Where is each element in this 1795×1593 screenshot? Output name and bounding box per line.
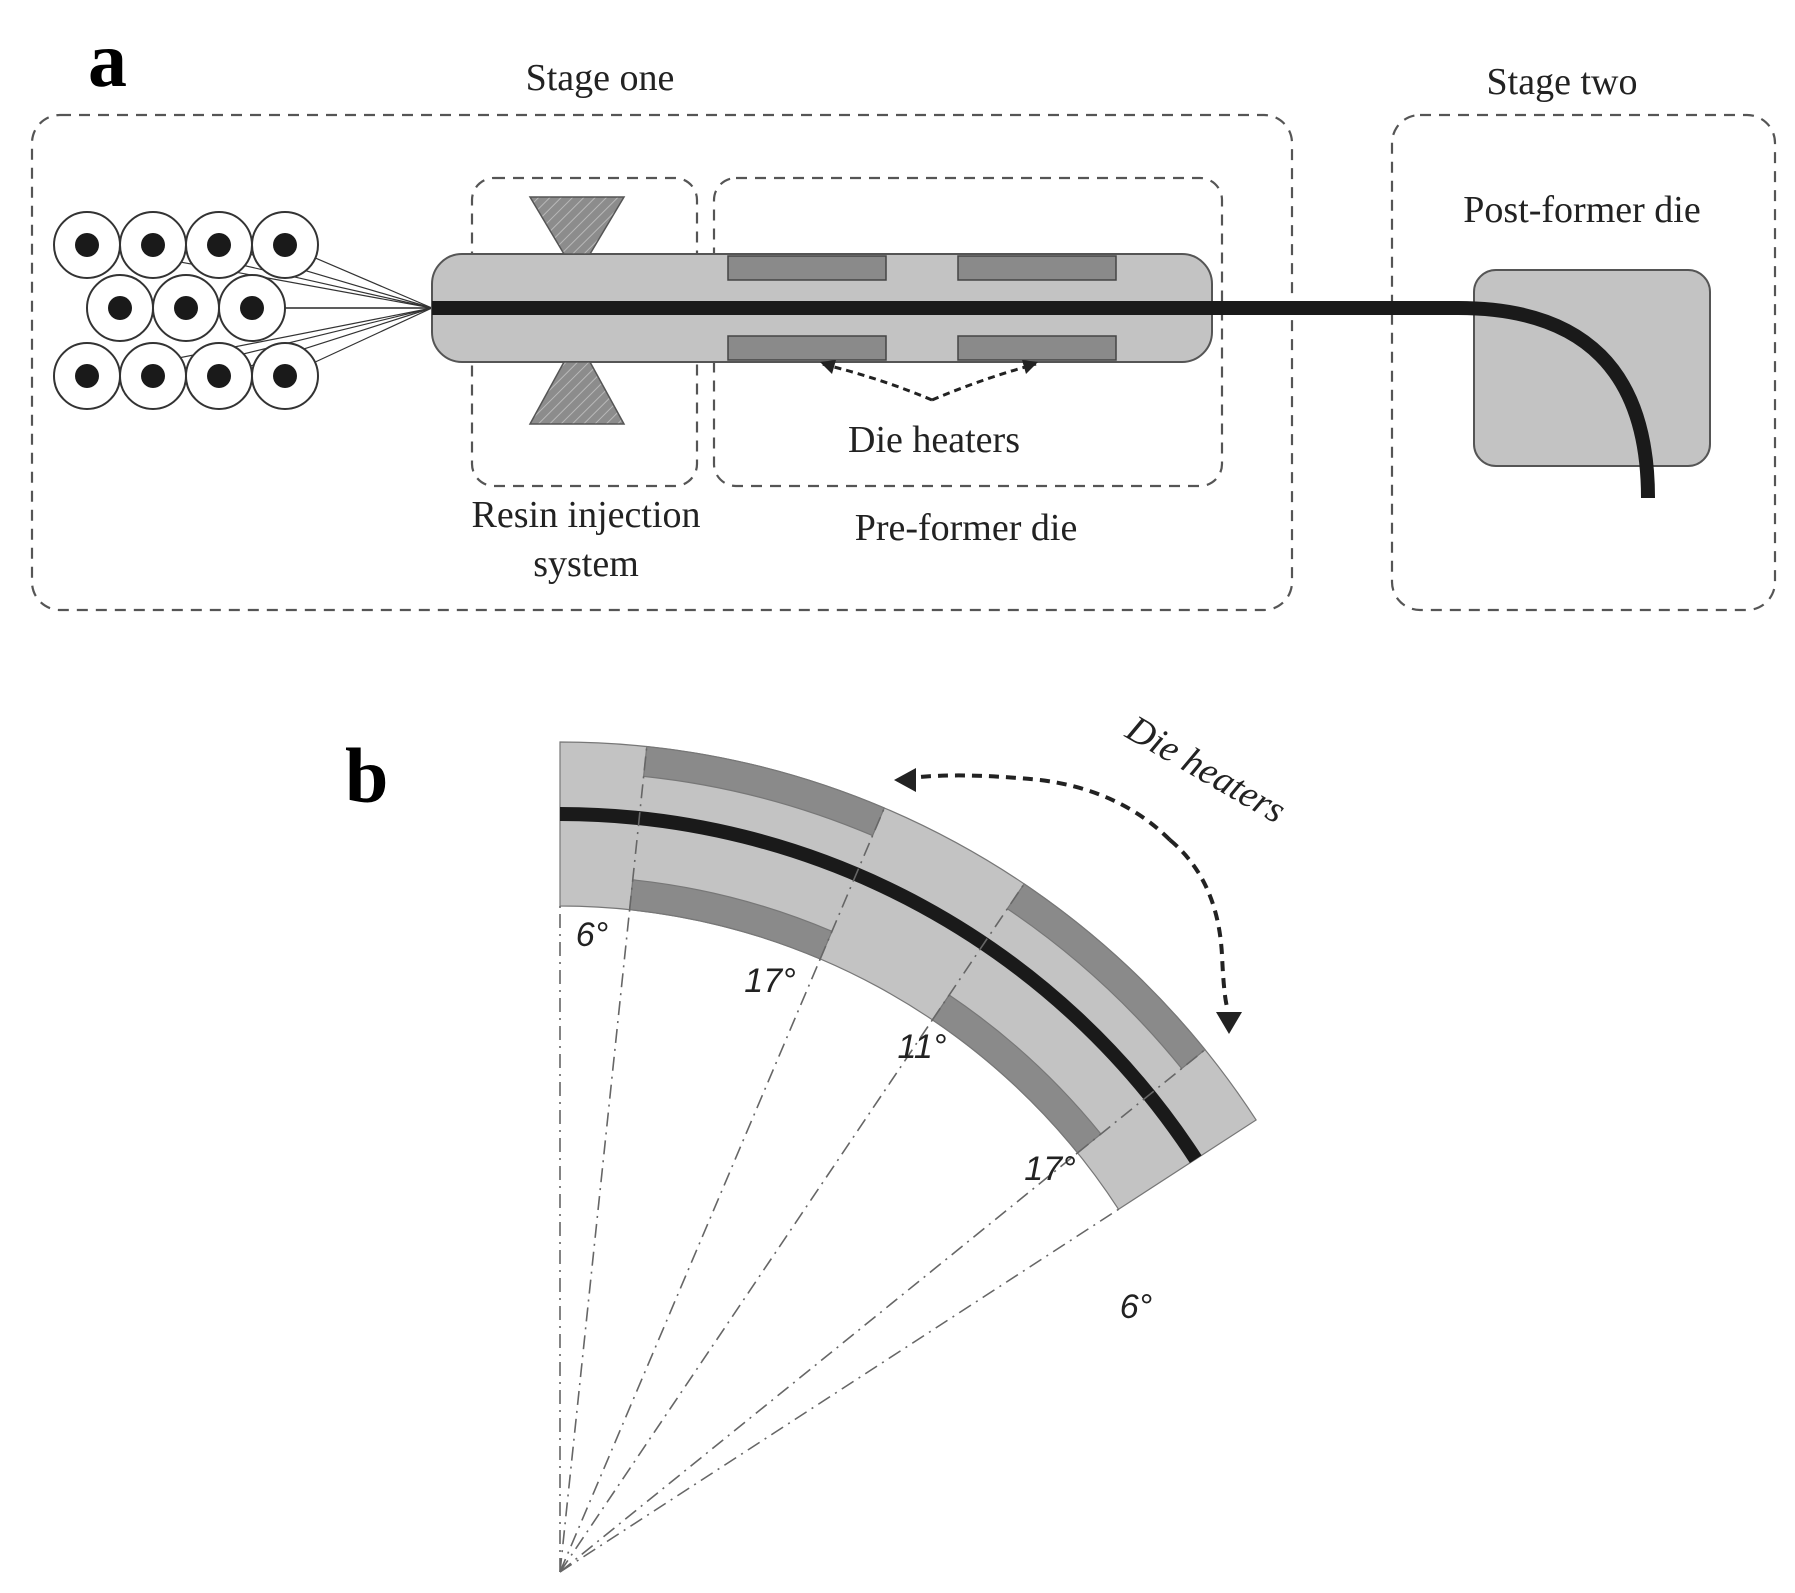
pre-former-die-label: Pre-former die — [855, 507, 1078, 549]
creel-core-7 — [240, 296, 264, 320]
heater-arrowhead-left — [820, 360, 836, 374]
panel-a-letter: a — [88, 16, 127, 103]
resin-injector-bottom — [528, 361, 626, 425]
die-heaters-label-a: Die heaters — [848, 419, 1020, 461]
heater-arrow-upper — [909, 773, 1172, 842]
angle-ray-3 — [559, 958, 821, 1573]
heater-arrowhead-lower — [1216, 1012, 1242, 1034]
panel-b-letter: b — [345, 732, 388, 819]
heater-arrowhead-upper — [894, 768, 916, 792]
fiber-creels — [53, 211, 433, 410]
resin-injection-label-1: Resin injection — [471, 494, 700, 536]
angle-ray-6 — [559, 1208, 1119, 1573]
heater-arrow-lower — [1168, 838, 1230, 1011]
creel-core-9 — [141, 364, 165, 388]
angle-ray-4 — [559, 1019, 934, 1573]
stage-two-box — [1390, 113, 1777, 612]
creel-core-3 — [207, 233, 231, 257]
curved-heater-outer-1 — [642, 745, 886, 837]
angle-label-4: 17° — [1024, 1150, 1075, 1188]
angle-ray-2 — [559, 909, 631, 1573]
heater-block-bottom-2 — [957, 335, 1117, 361]
heater-arrowhead-right — [1022, 360, 1038, 374]
panel-a: a Stage one Stage two Die — [30, 16, 1777, 612]
angle-label-5: 6° — [1120, 1288, 1153, 1326]
heater-block-top-2 — [957, 255, 1117, 281]
heater-arrow-left — [821, 362, 933, 402]
creel-core-8 — [75, 364, 99, 388]
curved-die-body — [559, 741, 1257, 1211]
resin-injector-top — [528, 196, 626, 255]
creel-core-1 — [75, 233, 99, 257]
creel-core-4 — [273, 233, 297, 257]
resin-injection-label-2: system — [533, 543, 639, 585]
angle-ray-5 — [559, 1152, 1079, 1573]
stage-one-box — [30, 113, 1294, 612]
angle-label-3: 11° — [898, 1028, 947, 1066]
die-heaters-label-b: Die heaters — [1118, 707, 1292, 832]
angle-label-1: 6° — [576, 916, 609, 954]
post-former-die-label: Post-former die — [1463, 189, 1700, 231]
creel-core-6 — [174, 296, 198, 320]
creel-core-11 — [273, 364, 297, 388]
curved-heater-outer-2 — [1006, 883, 1206, 1070]
angle-label-2: 17° — [744, 962, 795, 1000]
creel-core-5 — [108, 296, 132, 320]
curved-die — [559, 741, 1257, 1211]
composite-profile — [432, 301, 1655, 499]
heater-block-bottom-1 — [727, 335, 887, 361]
heater-arrow-right — [931, 362, 1037, 402]
creel-core-10 — [207, 364, 231, 388]
heater-block-top-1 — [727, 255, 887, 281]
stage-two-label: Stage two — [1487, 61, 1638, 103]
curved-profile — [559, 807, 1202, 1163]
stage-one-label: Stage one — [526, 57, 675, 99]
post-former-die-body — [1473, 269, 1711, 467]
creel-core-2 — [141, 233, 165, 257]
panel-b: b Die heaters 6° 17° 11° 17° 6° — [345, 707, 1293, 1573]
